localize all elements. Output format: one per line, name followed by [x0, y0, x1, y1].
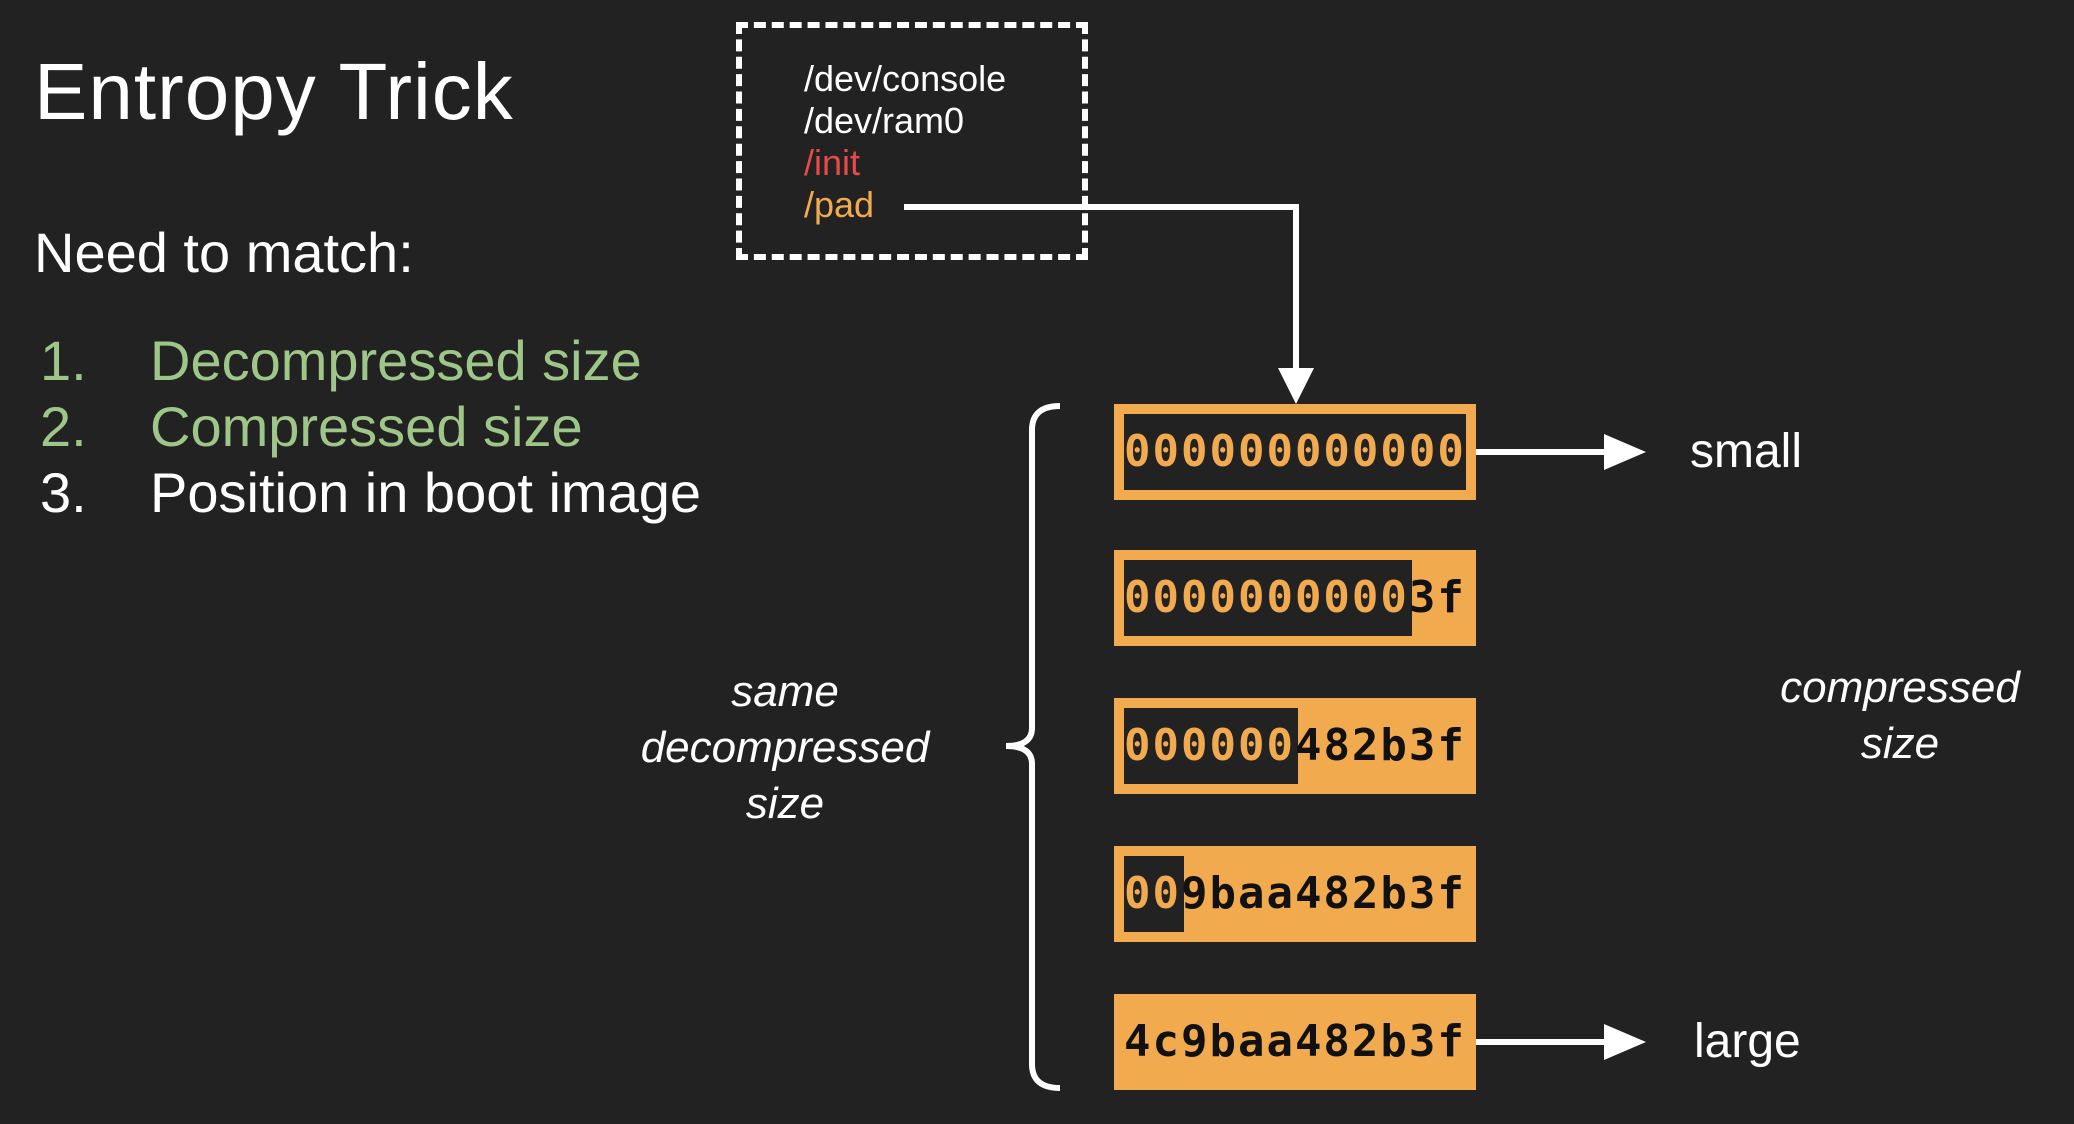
label-line: decompressed [640, 723, 930, 772]
list-text: Compressed size [150, 395, 583, 458]
list-text: Position in boot image [150, 461, 702, 524]
pad-connector-line [904, 204, 1299, 370]
zero-region [1124, 708, 1298, 784]
label-compressed-size: compressed size [1760, 660, 2040, 772]
label-same-decompressed-size: same decompressed size [620, 664, 950, 832]
list-number: 3. [40, 461, 87, 524]
pad-variant-1: 000000000000 [1114, 404, 1476, 500]
curly-brace [1005, 403, 1061, 1091]
file-dev-console: /dev/console [804, 58, 1007, 99]
slide-subtitle: Need to match: [34, 221, 414, 284]
hex-zeros: 0000000000 [1124, 572, 1409, 623]
hex-data: 482b3f [1294, 720, 1466, 771]
label-line: same [731, 667, 839, 716]
label-line: size [1860, 719, 1940, 768]
file-pad: /pad [804, 184, 875, 225]
hex-data: 4c9baa482b3f [1124, 1016, 1466, 1067]
small-arrowhead [1604, 434, 1646, 470]
pad-variant-5: 4c9baa482b3f [1114, 994, 1476, 1090]
list-text: Decompressed size [150, 329, 642, 392]
pad-variant-3: 000000482b3f [1114, 698, 1476, 794]
zero-region [1124, 414, 1466, 490]
hex-zeros: 000000 [1124, 720, 1295, 771]
file-dev-ram0: /dev/ram0 [804, 100, 965, 141]
label-line: compressed [1780, 663, 2020, 712]
list-number: 1. [40, 329, 87, 392]
pad-variant-4: 009baa482b3f [1114, 846, 1476, 942]
pad-connector-arrowhead [1278, 368, 1314, 404]
label-large: large [1694, 1015, 1801, 1068]
pad-variant-2: 00000000003f [1114, 550, 1476, 646]
initramfs-file-list: /dev/console /dev/ram0 /init /pad [736, 22, 1088, 260]
file-init: /init [804, 142, 861, 183]
zero-region [1124, 560, 1412, 636]
zero-region [1124, 856, 1184, 932]
list-number: 2. [40, 395, 87, 458]
hex-data: 9baa482b3f [1180, 868, 1466, 919]
hex-zeros: 000000000000 [1124, 426, 1466, 477]
label-small: small [1690, 425, 1803, 478]
slide-title: Entropy Trick [34, 47, 514, 136]
hex-zeros: 00 [1124, 868, 1181, 919]
label-line: size [745, 779, 825, 828]
large-arrowhead [1604, 1024, 1646, 1060]
hex-data: 3f [1408, 572, 1466, 623]
